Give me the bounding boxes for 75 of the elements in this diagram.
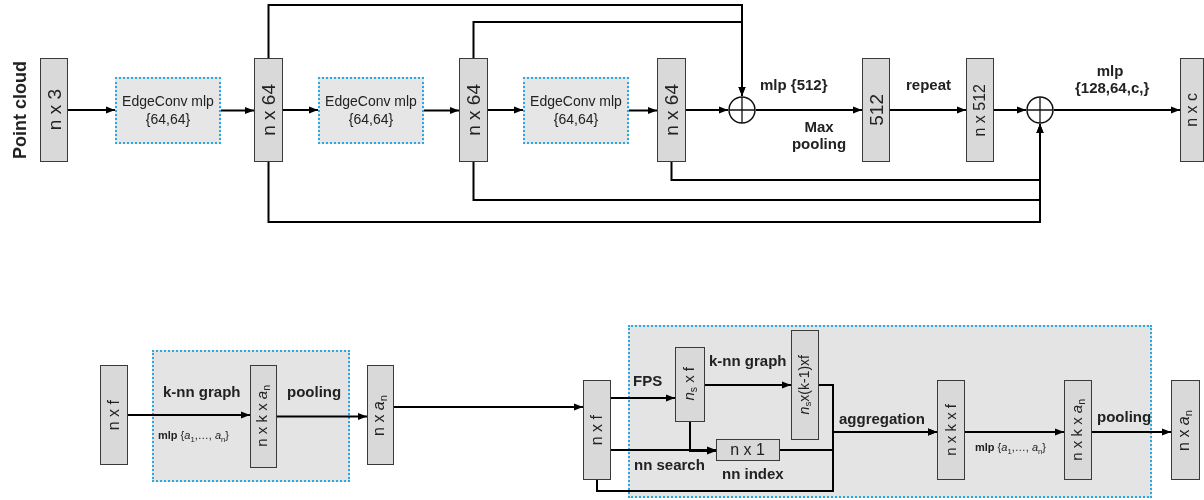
arrow xyxy=(220,106,255,115)
arrow xyxy=(127,411,251,419)
block-label: n x f xyxy=(589,414,605,446)
arrow xyxy=(628,106,658,115)
feature-block xyxy=(40,58,68,162)
edge-label: pooling xyxy=(1097,408,1152,426)
block-label: n x 64 xyxy=(259,84,278,136)
arrow xyxy=(487,106,524,114)
feature-block xyxy=(936,379,965,480)
block-label: n x 512 xyxy=(972,83,988,137)
block-label: n x c xyxy=(1184,93,1200,127)
feature-block xyxy=(249,364,277,468)
arrow xyxy=(472,21,746,97)
feature-block xyxy=(674,346,705,422)
block-label: EdgeConv mlp {64,64} xyxy=(121,93,215,128)
feature-block xyxy=(100,365,128,465)
feature-block xyxy=(1180,58,1204,162)
feature-block xyxy=(966,58,994,162)
block-label: n x 64 xyxy=(464,84,483,136)
arrow xyxy=(993,106,1027,114)
edge-label: nn search xyxy=(634,456,705,474)
arrow xyxy=(704,381,792,389)
feature-block xyxy=(459,58,488,162)
feature-block xyxy=(657,58,686,162)
feature-block xyxy=(254,58,283,162)
feature-block xyxy=(790,329,819,440)
feature-block xyxy=(715,438,780,461)
edge-label: k-nn graph xyxy=(163,383,241,401)
block-label: EdgeConv mlp {64,64} xyxy=(324,93,418,128)
annotation-text: mlp {a$_{1}$,…, a$_{n}$} xyxy=(158,429,229,446)
sum-circle xyxy=(728,96,756,124)
feature-block xyxy=(1171,380,1200,480)
annotation-text: mlp {a$_{1}$,…, a$_{n}$} xyxy=(975,441,1046,458)
edge-label: k-nn graph xyxy=(709,352,787,370)
block-label: n x f xyxy=(106,399,122,431)
arrow xyxy=(67,106,116,114)
feature-block xyxy=(367,365,394,465)
annotation-text: nn index xyxy=(722,465,784,483)
annotation-text: Max pooling xyxy=(790,118,848,153)
block-label: EdgeConv mlp {64,64} xyxy=(529,93,623,128)
arrow xyxy=(1053,106,1181,114)
edge-label: aggregation xyxy=(839,410,925,428)
block-label: n x 1 xyxy=(730,439,765,460)
module-box xyxy=(318,77,424,144)
arrow xyxy=(393,403,584,411)
arrow xyxy=(267,123,1044,223)
arrow xyxy=(755,106,863,114)
edge-label: pooling xyxy=(287,383,342,401)
arrow xyxy=(423,106,460,115)
module-box xyxy=(523,77,629,144)
arrow xyxy=(610,446,717,454)
edge-label: mlp {512} xyxy=(760,76,828,94)
feature-block xyxy=(583,380,611,480)
edge-label: FPS xyxy=(633,372,663,390)
arrow xyxy=(610,394,676,402)
feature-block xyxy=(862,58,890,162)
sum-circle xyxy=(1026,96,1054,124)
arrow xyxy=(685,106,729,114)
dotted-region xyxy=(628,325,1152,498)
arrow xyxy=(596,428,938,492)
edge-label: repeat xyxy=(906,76,952,94)
block-label: n x 3 xyxy=(44,89,64,131)
arrow xyxy=(276,412,368,421)
feature-block xyxy=(1063,379,1092,480)
arrow xyxy=(889,106,967,114)
arrow xyxy=(282,106,319,114)
arrow xyxy=(689,421,717,455)
arrow xyxy=(964,428,1065,436)
block-label: n x 64 xyxy=(662,84,681,136)
input-label: Point cloud xyxy=(10,61,31,159)
arrow xyxy=(1091,428,1172,436)
module-box xyxy=(115,77,221,144)
block-label: 512 xyxy=(866,94,886,126)
block-label: n x k x f xyxy=(943,403,958,456)
dotted-region xyxy=(152,350,350,482)
